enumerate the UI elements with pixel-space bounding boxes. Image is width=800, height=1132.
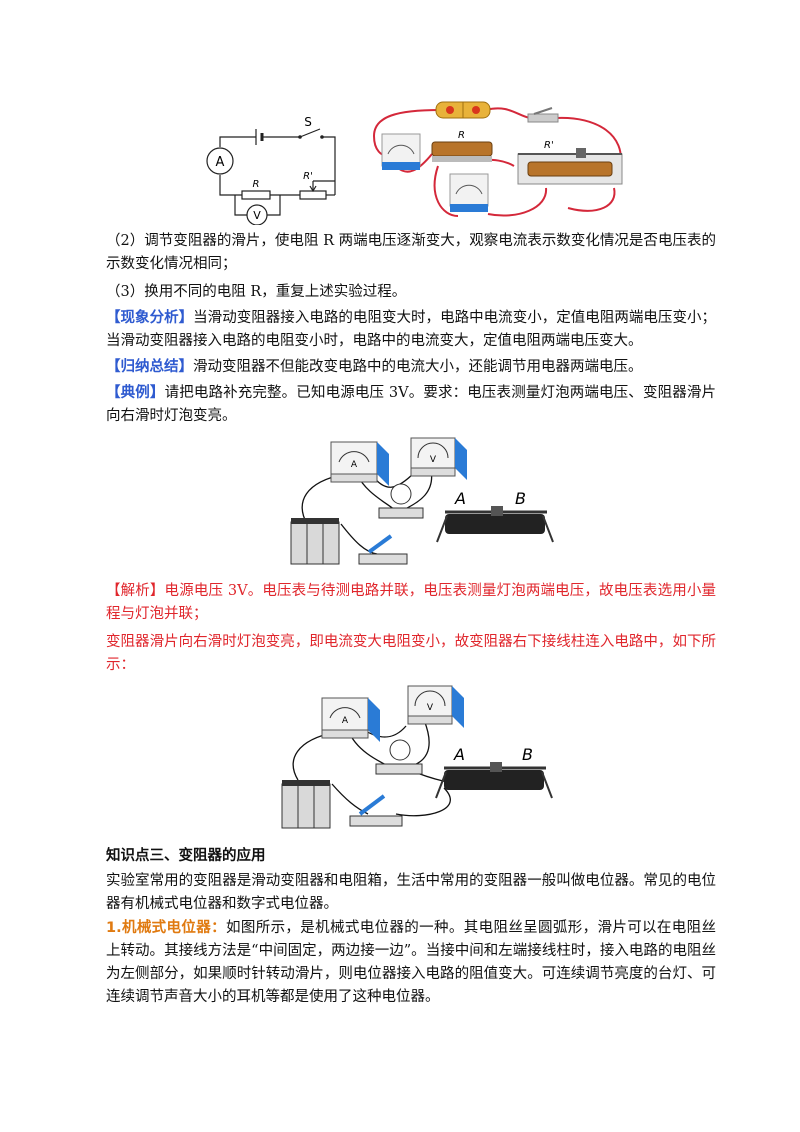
phenomenon-tag: 【现象分析】 <box>106 310 194 326</box>
circuit-schematic: A V S R R' <box>206 115 336 225</box>
terminal-b: B <box>515 489 526 508</box>
phenomenon-analysis: 【现象分析】当滑动变阻器接入电路的电阻变大时，电路中电流变小，定值电阻两端电压变… <box>106 307 716 353</box>
phenomenon-text: 当滑动变阻器接入电路的电阻变大时，电路中电流变小，定值电阻两端电压变小；当滑动变… <box>106 310 717 349</box>
resistor-label: R <box>253 179 260 190</box>
photo-rheostat-label: R' <box>544 140 554 151</box>
example: 【典例】请把电路补充完整。已知电源电压 3V。要求：电压表测量灯泡两端电压、变阻… <box>106 382 716 428</box>
terminal-a-2: A <box>453 745 465 764</box>
step-3: （3）换用不同的电阻 R，重复上述实验过程。 <box>106 284 407 300</box>
terminal-a: A <box>454 489 466 508</box>
terminal-b-2: B <box>522 745 533 764</box>
mechanical-potentiometer: 1.机械式电位器：如图所示，是机械式电位器的一种。其电阻丝呈圆弧形，滑片可以在电… <box>106 917 716 1009</box>
ammeter-label: A <box>216 155 225 170</box>
switch-label: S <box>304 115 312 129</box>
apparatus-photo: R R' <box>372 101 623 217</box>
voltmeter-label: V <box>253 209 261 222</box>
ammeter-label-1: A <box>351 460 358 470</box>
mechanical-tag: 1.机械式电位器： <box>106 920 226 936</box>
mechanical-text: 如图所示，是机械式电位器的一种。其电阻丝呈圆弧形，滑片可以在电阻丝上转动。其接线… <box>106 920 716 1005</box>
example-text: 请把电路补充完整。已知电源电压 3V。要求：电压表测量灯泡两端电压、变阻器滑片向… <box>106 385 716 424</box>
step-2: （2）调节变阻器的滑片，使电阻 R 两端电压逐渐变大，观察电流表示数变化情况是否… <box>106 233 716 272</box>
rheostat-label: R' <box>303 171 313 182</box>
voltmeter-label-1: V <box>430 455 437 465</box>
example-tag: 【典例】 <box>106 385 165 401</box>
voltmeter-label-2: V <box>427 703 434 713</box>
example-diagram: A V A B <box>290 437 554 565</box>
summary: 【归纳总结】滑动变阻器不但能改变电路中的电流大小，还能调节用电器两端电压。 <box>106 356 716 379</box>
solution-diagram: A V A B <box>281 685 553 829</box>
ammeter-label-2: A <box>342 716 349 726</box>
analysis-1: 【解析】电源电压 3V。电压表与待测电路并联，电压表测量灯泡两端电压，故电压表选… <box>106 583 716 622</box>
section-title: 知识点三、变阻器的应用 <box>106 848 266 864</box>
analysis-2: 变阻器滑片向右滑时灯泡变亮，即电流变大电阻变小，故变阻器右下接线柱连入电路中，如… <box>106 634 716 673</box>
summary-tag: 【归纳总结】 <box>106 359 193 375</box>
summary-text: 滑动变阻器不但能改变电路中的电流大小，还能调节用电器两端电压。 <box>193 359 643 375</box>
section-body: 实验室常用的变阻器是滑动变阻器和电阻箱，生活中常用的变阻器一般叫做电位器。常见的… <box>106 873 716 912</box>
photo-resistor-label: R <box>458 130 465 141</box>
